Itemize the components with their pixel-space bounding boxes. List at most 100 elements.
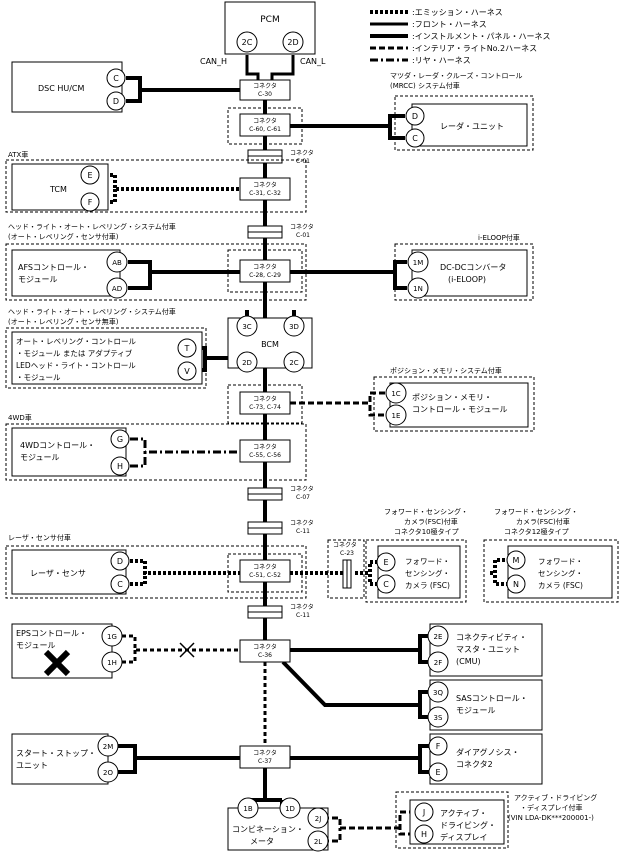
diagram-label: G: [117, 435, 123, 444]
connector-c51: コネクタ C-51, C-52: [227, 553, 303, 593]
pin-circle: [385, 382, 407, 404]
diagram-label: SASコントロール・: [456, 694, 528, 703]
diagram-label: E: [87, 171, 92, 180]
can-l-label: CAN_L: [300, 57, 326, 66]
diagram-label: (VIN LDA-DK***200001-): [508, 814, 594, 822]
diagram-label: センシング・: [538, 568, 583, 578]
connector-c23: コネクタ C-23: [327, 539, 365, 599]
diagram-label: 3Q: [433, 689, 443, 697]
diagram-label: 2J: [315, 815, 322, 823]
pin-circle: [110, 429, 130, 449]
connector-c01a: コネクタ C-01: [247, 149, 314, 165]
eps-module: EPSコントロール・ モジュール 1G 1H: [11, 623, 195, 679]
diagram-label: ATX車: [8, 150, 28, 159]
diagram-label: 1G: [107, 633, 117, 641]
diagram-label: コネクティビティ・: [456, 633, 527, 642]
sas-module: SASコントロール・ モジュール 3Q 3S: [427, 679, 543, 731]
diagram-label: フォワード・センシング・: [494, 507, 578, 516]
cmu-module: コネクティビティ・ マスタ・ユニット (CMU) 2E 2F: [427, 623, 543, 677]
posmem-module: ポジション・メモリ・システム付車 ポジション・メモリ・ コントロール・モジュール…: [373, 366, 535, 432]
diagram-label: 3S: [434, 714, 443, 722]
diagram-label: コネクタ12極タイプ: [504, 527, 569, 536]
diagram-label: D: [412, 112, 418, 121]
diagram-label: 2O: [103, 769, 113, 777]
diagram-label: 1H: [107, 659, 117, 667]
meter-module: コンビネーション・ メータ 1B 1D 2J 2L: [227, 797, 329, 852]
pin-circle: [177, 338, 197, 358]
pin-circle: [110, 456, 130, 476]
legend-label-instrument: :インストルメント・パネル・ハーネス: [412, 32, 551, 41]
pin-circle: [427, 706, 449, 728]
diagram-label: コネクタ: [253, 117, 277, 125]
pin-circle: [506, 550, 526, 570]
pin-circle: [177, 361, 197, 381]
pcm-module: PCM 2C 2D CAN_H CAN_L: [200, 1, 326, 66]
connector-c11a: コネクタ C-11: [247, 519, 314, 535]
diagram-label: AFSコントロール・: [18, 263, 89, 272]
fsc12-module: フォワード・センシング・ カメラ(FSC)付車 コネクタ12極タイプ フォワード…: [483, 507, 619, 603]
diagram-label: C-11: [296, 612, 310, 619]
diagram-label: AB: [112, 259, 122, 267]
diagram-label: EPSコントロール・: [16, 629, 87, 638]
diagram-label: 1M: [413, 259, 424, 267]
diagram-label: DC-DCコンバータ: [440, 263, 506, 272]
pin-circle: [414, 802, 434, 822]
connector-c36: コネクタ C-36: [239, 639, 291, 663]
diagram-label: モジュール: [18, 275, 57, 284]
dsc-module: DSC HU/CM C D: [11, 61, 126, 113]
pin-circle: [97, 761, 119, 783]
diagram-label: アクティブ・ドライビング: [514, 793, 597, 802]
diag-module: ダイアグノシス・ コネクタ2 F E: [428, 733, 543, 785]
pin-circle: [110, 551, 130, 571]
diagram-label: 1B: [243, 805, 252, 813]
diagram-label: コネクタ10極タイプ: [394, 527, 459, 536]
diagram-label: コネクタ: [253, 443, 277, 451]
diagram-label: C-51, C-52: [249, 572, 281, 579]
diagram-label: C-01: [296, 232, 310, 239]
connector-c37: コネクタ C-37: [239, 745, 291, 769]
diagram-label: 1N: [413, 285, 423, 293]
diagram-label: レーダ・ユニット: [440, 121, 504, 131]
pin-circle: [376, 574, 396, 594]
diagram-label: C: [113, 74, 119, 83]
connector-c55: コネクタ C-55, C-56: [239, 439, 291, 463]
laser-module: レーザ・センサ付車 レーザ・センサ D C: [5, 533, 307, 599]
dcdc-module: i-ELOOP付車 DC-DCコンバータ (i-ELOOP) 1M 1N: [394, 233, 534, 301]
pin-circle: [80, 165, 100, 185]
pin-circle: [106, 91, 126, 111]
diagram-label: C-37: [258, 758, 272, 765]
diagram-label: コネクタ: [253, 82, 277, 90]
pin-circle: [405, 106, 425, 126]
diagram-label: DSC HU/CM: [38, 84, 85, 93]
diagram-label: ・モジュール: [16, 373, 61, 382]
pin-circle: [428, 736, 448, 756]
pin-circle: [97, 735, 119, 757]
pin-circle: [307, 830, 329, 852]
pin-circle: [80, 192, 100, 212]
connector-c01b: コネクタ C-01: [247, 223, 314, 239]
diagram-label: コネクタ: [253, 395, 277, 403]
pin-circle: [283, 315, 305, 337]
diagram-label: C-07: [296, 494, 310, 501]
diagram-label: 4WD車: [8, 413, 32, 422]
diagram-label: コネクタ: [290, 603, 314, 611]
diagram-label: C-73, C-74: [249, 404, 281, 411]
diagram-label: C-55, C-56: [249, 452, 281, 459]
diagram-label: コネクタ: [290, 223, 314, 231]
pin-circle: [101, 651, 123, 673]
diagram-label: ユニット: [16, 761, 48, 770]
pin-circle: [407, 277, 429, 299]
diagram-label: レーザ・センサ付車: [8, 533, 71, 542]
diagram-label: コネクタ: [290, 485, 314, 493]
awd-module: 4WD車 4WDコントロール・ モジュール G H: [5, 413, 307, 481]
diagram-label: C: [412, 134, 418, 143]
diagram-label: ディスプレイ: [440, 832, 487, 842]
pin-circle: [427, 651, 449, 673]
diagram-label: N: [513, 580, 519, 589]
diagram-label: C-36: [258, 652, 272, 659]
diagram-label: i-ELOOP付車: [478, 233, 520, 242]
diagram-label: コネクタ2: [456, 760, 493, 769]
diagram-label: オート・レベリング・コントロール: [16, 336, 136, 346]
connector-c73: コネクタ C-73, C-74: [227, 384, 303, 424]
